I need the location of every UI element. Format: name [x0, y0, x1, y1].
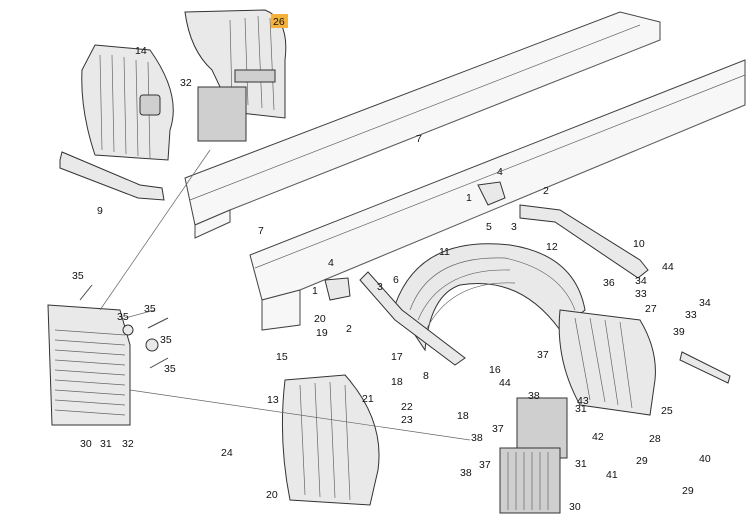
label-4: 4: [497, 166, 503, 178]
label-3: 3: [511, 221, 517, 233]
label-31b: 31: [575, 458, 587, 470]
bracket-4-upper[interactable]: [477, 181, 506, 206]
mudguard-13[interactable]: [281, 374, 380, 506]
label-23: 23: [401, 414, 413, 426]
label-38: 38: [528, 390, 540, 402]
label-22: 22: [401, 401, 413, 413]
label-38b: 38: [471, 432, 483, 444]
label-42: 42: [592, 431, 604, 443]
label-35d: 35: [160, 334, 172, 346]
support-pipe-10[interactable]: [519, 204, 649, 279]
label-26: 26: [273, 16, 285, 28]
label-35a: 35: [72, 270, 84, 282]
label-3b: 3: [377, 281, 383, 293]
label-39: 39: [673, 326, 685, 338]
bolt-35-group: [79, 284, 169, 369]
label-19: 19: [316, 327, 328, 339]
top-mudguard-26[interactable]: [184, 9, 287, 119]
label-43: 43: [577, 395, 589, 407]
label-20b: 20: [266, 489, 278, 501]
label-7b: 7: [258, 225, 264, 237]
label-40: 40: [699, 453, 711, 465]
label-21: 21: [362, 393, 374, 405]
label-32: 32: [180, 77, 192, 89]
label-44: 44: [662, 261, 674, 273]
label-25: 25: [661, 405, 673, 417]
label-10: 10: [633, 238, 645, 250]
label-24: 24: [221, 447, 233, 459]
label-1b: 1: [312, 285, 318, 297]
part-labels: 26 14 32 9 7 7 4 1 2 5 3 12 11 10 44 4 1…: [72, 16, 711, 513]
label-7: 7: [416, 133, 422, 145]
label-34: 34: [635, 275, 647, 287]
leader-lines: [99, 149, 471, 441]
label-44b: 44: [499, 377, 511, 389]
label-34b: 34: [699, 297, 711, 309]
arc-mudguard-11[interactable]: [394, 243, 586, 352]
label-2b: 2: [346, 323, 352, 335]
label-18: 18: [391, 376, 403, 388]
label-13: 13: [267, 394, 279, 406]
label-12: 12: [546, 241, 558, 253]
mud-flap-assembly-left[interactable]: [47, 304, 131, 426]
label-17: 17: [391, 351, 403, 363]
label-33: 33: [635, 288, 647, 300]
label-31: 31: [575, 403, 587, 415]
highlight-26: [271, 14, 288, 28]
label-35b: 35: [144, 303, 156, 315]
chassis-frame: [184, 11, 746, 331]
label-31c: 31: [100, 438, 112, 450]
label-36: 36: [603, 277, 615, 289]
mudguard-14[interactable]: [81, 44, 174, 161]
label-35e: 35: [164, 363, 176, 375]
label-38c: 38: [460, 467, 472, 479]
label-8: 8: [423, 370, 429, 382]
label-4b: 4: [328, 257, 334, 269]
label-15: 15: [276, 351, 288, 363]
label-14: 14: [135, 45, 147, 57]
support-bar-9[interactable]: [59, 151, 165, 201]
label-20: 20: [314, 313, 326, 325]
label-16: 16: [489, 364, 501, 376]
mud-flap-32[interactable]: [197, 86, 247, 142]
label-29: 29: [636, 455, 648, 467]
label-18b: 18: [457, 410, 469, 422]
label-2: 2: [543, 185, 549, 197]
label-27: 27: [645, 303, 657, 315]
label-33b: 33: [685, 309, 697, 321]
label-1: 1: [466, 192, 472, 204]
label-29b: 29: [682, 485, 694, 497]
label-9: 9: [97, 205, 103, 217]
label-28: 28: [649, 433, 661, 445]
label-41: 41: [606, 469, 618, 481]
label-32b: 32: [122, 438, 134, 450]
label-6: 6: [393, 274, 399, 286]
support-pipe-8[interactable]: [359, 271, 466, 366]
label-37b: 37: [492, 423, 504, 435]
label-11: 11: [439, 246, 450, 258]
mud-flap-30[interactable]: [499, 447, 561, 514]
bracket-4-lower[interactable]: [324, 277, 351, 301]
mudguard-25[interactable]: [558, 309, 656, 416]
label-5: 5: [486, 221, 492, 233]
label-35c: 35: [117, 311, 129, 323]
label-37: 37: [537, 349, 549, 361]
rail-35[interactable]: [679, 351, 731, 384]
label-30: 30: [80, 438, 92, 450]
label-37c: 37: [479, 459, 491, 471]
label-30b: 30: [569, 501, 581, 513]
